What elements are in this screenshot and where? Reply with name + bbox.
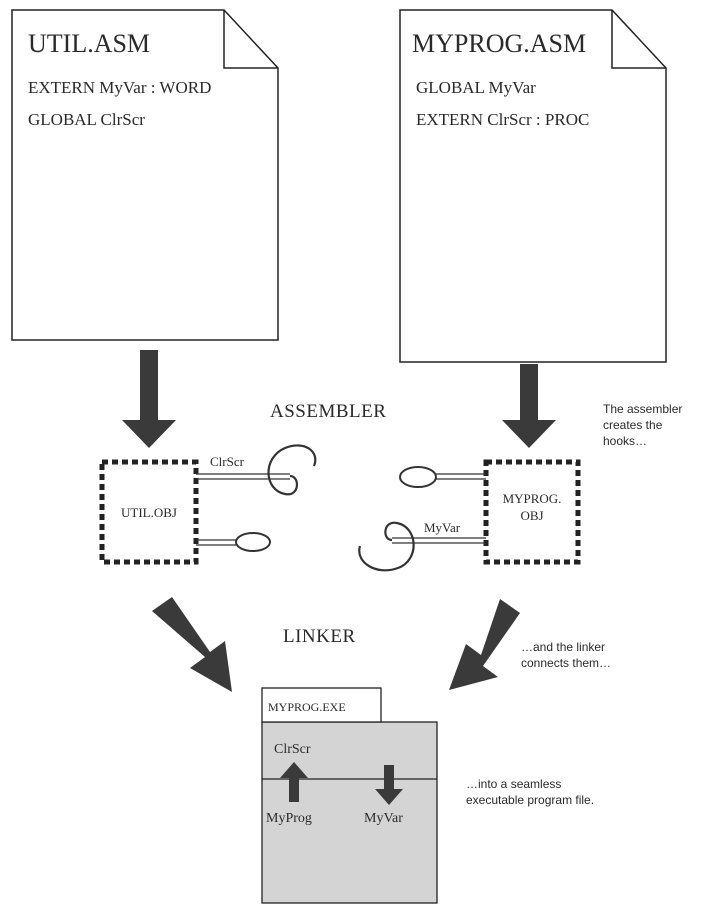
exe-clrscr-label: ClrScr	[274, 742, 311, 757]
util-asm-line-2: GLOBAL ClrScr	[28, 110, 145, 129]
myprog-obj-label-line-2: OBJ	[520, 508, 543, 523]
assembler-arrow-right	[502, 364, 556, 448]
clrscr-hook-label: ClrScr	[210, 454, 245, 469]
util-obj-chip: UTIL.OBJ ClrScr	[99, 444, 317, 565]
myvar-hook-label: MyVar	[424, 520, 461, 535]
exe-down-arrow	[375, 765, 403, 805]
util-asm-title: UTIL.ASM	[28, 29, 150, 58]
myprog-exe-title: MYPROG.EXE	[268, 700, 346, 714]
util-obj-eye-icon	[235, 532, 271, 552]
util-obj-label: UTIL.OBJ	[121, 505, 177, 520]
linker-note-line-1: …and the linker	[521, 640, 605, 654]
assembler-note-line-1: The assembler	[603, 402, 682, 416]
assembler-note-line-3: hooks…	[603, 434, 647, 448]
linker-note: …and the linker connects them…	[521, 640, 611, 670]
myprog-obj-chip: MYPROG. OBJ MyVar	[358, 459, 581, 572]
assembler-label: ASSEMBLER	[270, 401, 386, 422]
myprog-asm-line-2: EXTERN ClrScr : PROC	[416, 110, 589, 129]
myvar-hook	[358, 521, 415, 572]
linker-arrow-right	[449, 599, 520, 690]
myprog-exe-file: MYPROG.EXE ClrScr MyProg MyVar	[261, 687, 438, 904]
exe-note-line-2: executable program file.	[466, 793, 594, 807]
myprog-asm-document: MYPROG.ASM GLOBAL MyVar EXTERN ClrScr : …	[399, 9, 667, 363]
assembler-note-line-2: creates the	[603, 418, 663, 432]
myprog-asm-title: MYPROG.ASM	[412, 29, 586, 58]
clrscr-hook	[267, 444, 317, 496]
exe-note: …into a seamless executable program file…	[466, 777, 594, 807]
util-asm-document: UTIL.ASM EXTERN MyVar : WORD GLOBAL ClrS…	[11, 9, 279, 341]
util-asm-line-1: EXTERN MyVar : WORD	[28, 78, 211, 97]
assembler-note: The assembler creates the hooks…	[603, 402, 682, 448]
linker-arrow-left	[152, 597, 232, 692]
exe-note-line-1: …into a seamless	[466, 777, 561, 791]
exe-myprog-label: MyProg	[266, 811, 312, 826]
linker-label: LINKER	[283, 626, 356, 647]
linker-note-line-2: connects them…	[521, 656, 611, 670]
assembler-arrow-left	[122, 350, 176, 448]
myprog-asm-line-1: GLOBAL MyVar	[416, 78, 536, 97]
myprog-obj-label-line-1: MYPROG.	[503, 491, 562, 506]
myprog-obj-eye-icon	[399, 466, 437, 488]
exe-up-arrow	[280, 762, 308, 802]
exe-myvar-label: MyVar	[364, 811, 403, 826]
